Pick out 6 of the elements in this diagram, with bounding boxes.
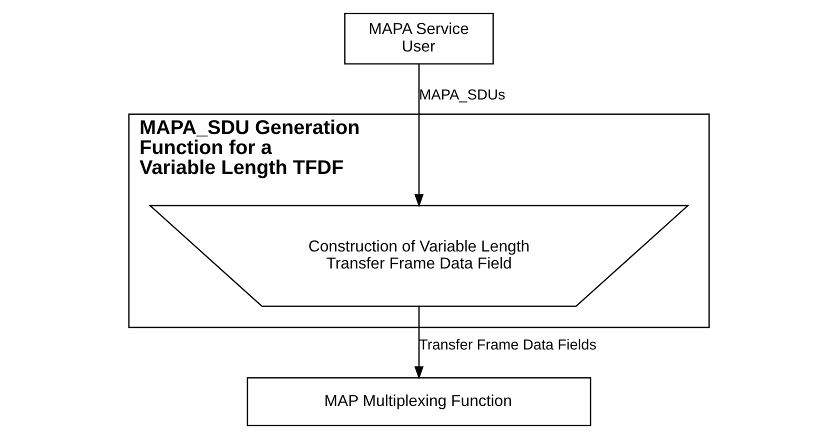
node-box: MAPA Service User: [344, 12, 494, 65]
edge-label: Transfer Frame Data Fields: [419, 338, 596, 354]
edge-label: MAPA_SDUs: [419, 87, 506, 104]
arrow: [414, 306, 424, 380]
node-box: MAP Multiplexing Function: [246, 377, 592, 426]
arrow: [414, 64, 424, 208]
